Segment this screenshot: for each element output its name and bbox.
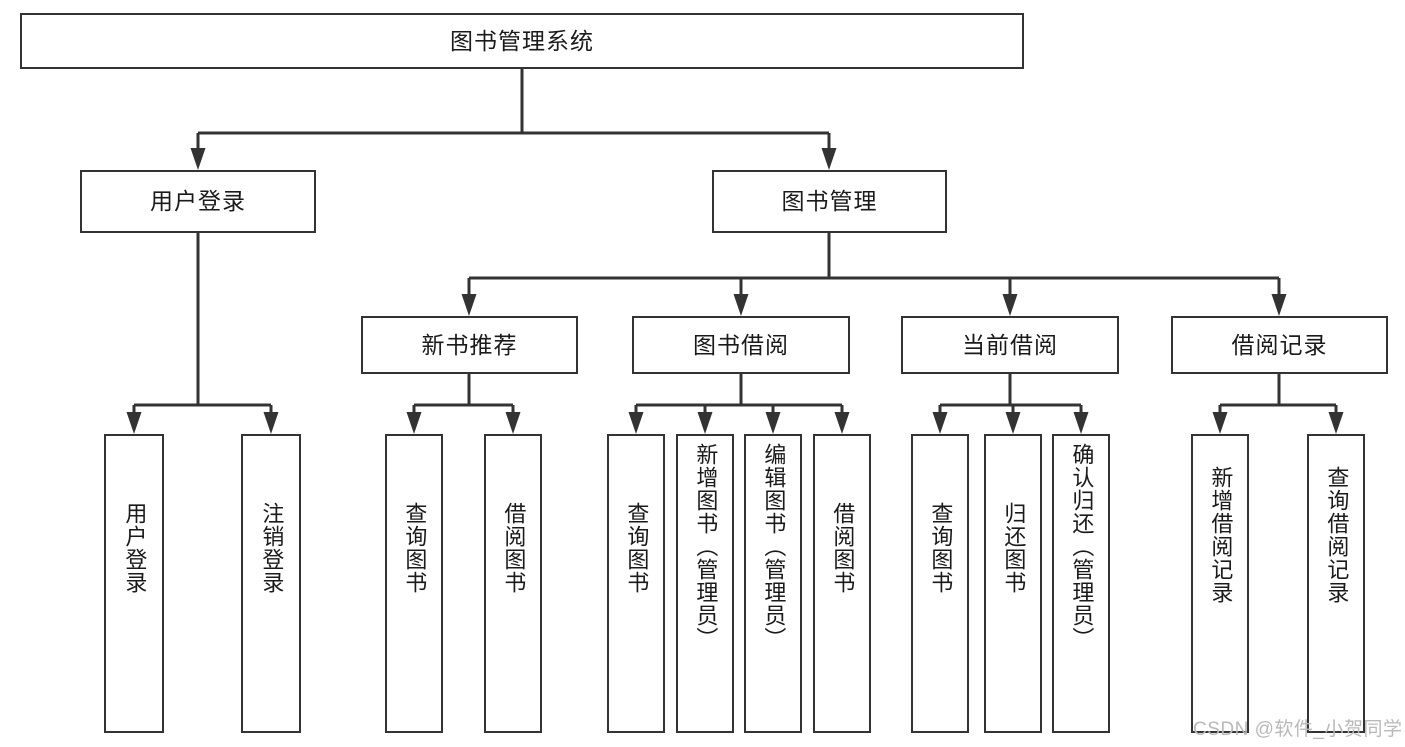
node-label: 新增图书（管理员） <box>693 443 719 650</box>
book-mgmt-to-level3-arrow-3 <box>1271 294 1287 316</box>
node-leaf-logout[interactable]: 注销登录 <box>241 434 301 733</box>
book-borrow-to-leaves-arrow-1 <box>697 412 713 434</box>
node-leaf-borrow-book-1[interactable]: 借阅图书 <box>484 434 542 733</box>
node-label: 查询图书 <box>624 502 650 594</box>
user-login-to-leaves-arrow-0 <box>126 412 142 434</box>
root-to-level2-arrow-0 <box>190 148 206 170</box>
current-borrow-to-leaves-arrow-2 <box>1073 412 1089 434</box>
new-book-rec-to-leaves-arrow-1 <box>505 412 521 434</box>
node-label: 借阅图书 <box>830 502 856 594</box>
node-label: 新增借阅记录 <box>1208 466 1234 604</box>
node-label: 查询图书 <box>402 502 428 594</box>
node-label: 确认归还（管理员） <box>1069 443 1095 650</box>
book-mgmt-to-level3-arrow-2 <box>1002 294 1018 316</box>
node-leaf-add-borrow-record[interactable]: 新增借阅记录 <box>1191 434 1249 733</box>
book-mgmt-to-level3-arrow-0 <box>461 294 477 316</box>
node-leaf-user-login[interactable]: 用户登录 <box>104 434 164 733</box>
book-mgmt-to-level3-arrow-1 <box>733 294 749 316</box>
node-label: 当前借阅 <box>962 331 1058 358</box>
node-leaf-add-book[interactable]: 新增图书（管理员） <box>676 434 734 733</box>
node-label: 注销登录 <box>259 502 285 594</box>
node-label: 借阅图书 <box>501 502 527 594</box>
node-leaf-query-book-1[interactable]: 查询图书 <box>385 434 443 733</box>
root-to-level2-arrow-1 <box>821 148 837 170</box>
node-current-borrow[interactable]: 当前借阅 <box>901 316 1119 374</box>
node-label: 用户登录 <box>150 188 246 215</box>
book-borrow-to-leaves-arrow-0 <box>628 412 644 434</box>
node-leaf-edit-book[interactable]: 编辑图书（管理员） <box>744 434 802 733</box>
node-leaf-borrow-book-2[interactable]: 借阅图书 <box>813 434 871 733</box>
node-label: 用户登录 <box>122 502 148 594</box>
node-leaf-query-book-3[interactable]: 查询图书 <box>911 434 969 733</box>
node-label: 查询图书 <box>928 502 954 594</box>
node-label: 图书管理 <box>781 188 878 215</box>
node-borrow-record[interactable]: 借阅记录 <box>1171 316 1388 374</box>
book-borrow-to-leaves-arrow-2 <box>765 412 781 434</box>
node-new-book-recommendation[interactable]: 新书推荐 <box>361 316 578 374</box>
node-label: 归还图书 <box>1001 502 1027 594</box>
book-borrow-to-leaves-arrow-3 <box>834 412 850 434</box>
borrow-record-to-leaves-arrow-1 <box>1328 412 1344 434</box>
node-leaf-query-book-2[interactable]: 查询图书 <box>607 434 665 733</box>
node-leaf-confirm-return[interactable]: 确认归还（管理员） <box>1052 434 1110 733</box>
borrow-record-to-leaves-arrow-0 <box>1212 412 1228 434</box>
node-label: 图书管理系统 <box>450 27 594 54</box>
node-label: 图书借阅 <box>693 331 789 358</box>
node-root-system[interactable]: 图书管理系统 <box>20 13 1024 69</box>
node-book-management[interactable]: 图书管理 <box>712 170 947 233</box>
current-borrow-to-leaves-arrow-1 <box>1005 412 1021 434</box>
node-label: 查询借阅记录 <box>1324 466 1350 604</box>
node-label: 编辑图书（管理员） <box>761 443 787 650</box>
new-book-rec-to-leaves-arrow-0 <box>406 412 422 434</box>
node-leaf-query-borrow-record[interactable]: 查询借阅记录 <box>1307 434 1365 733</box>
node-book-borrow[interactable]: 图书借阅 <box>632 316 850 374</box>
node-leaf-return-book[interactable]: 归还图书 <box>984 434 1042 733</box>
current-borrow-to-leaves-arrow-0 <box>932 412 948 434</box>
user-login-to-leaves-arrow-1 <box>263 412 279 434</box>
node-label: 借阅记录 <box>1231 331 1328 358</box>
node-label: 新书推荐 <box>421 331 518 358</box>
node-user-login[interactable]: 用户登录 <box>80 170 316 233</box>
